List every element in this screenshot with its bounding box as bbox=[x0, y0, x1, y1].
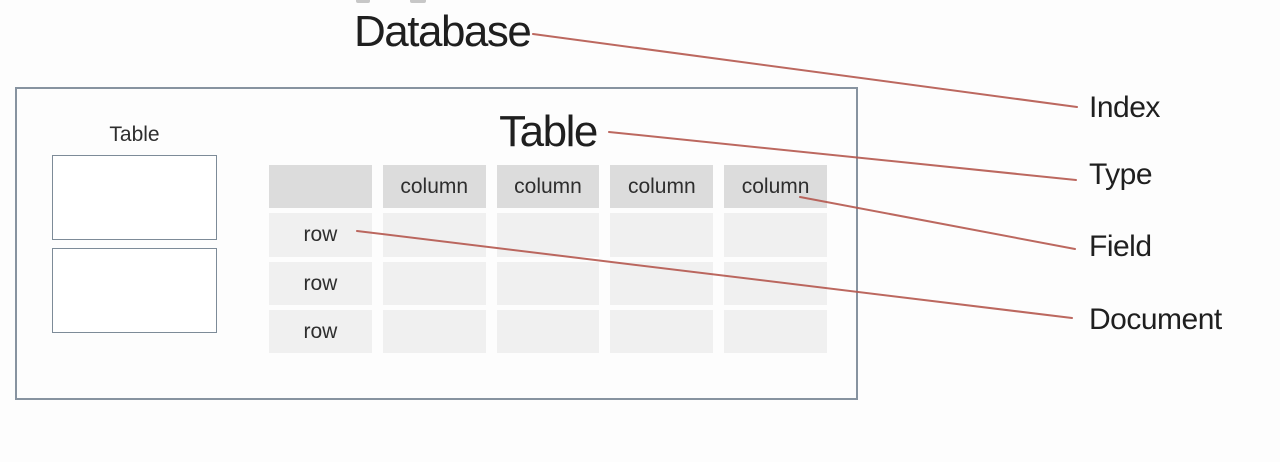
grid-row-label: row bbox=[269, 262, 372, 305]
table-rectangle-2 bbox=[52, 248, 217, 333]
grid-column-header: column bbox=[724, 165, 827, 208]
callout-label-field: Field bbox=[1089, 230, 1152, 263]
grid-row-label: row bbox=[269, 310, 372, 353]
grid-cell bbox=[382, 310, 486, 353]
grid-column-header: column bbox=[382, 165, 486, 208]
grid-cell bbox=[496, 310, 600, 353]
callout-label-index: Index bbox=[1089, 91, 1160, 124]
callout-label-document: Document bbox=[1089, 303, 1222, 336]
database-title: Database bbox=[354, 7, 532, 56]
grid-cell bbox=[610, 310, 714, 353]
left-table-label: Table bbox=[109, 123, 160, 146]
data-grid: column column column column row row row bbox=[269, 165, 827, 353]
grid-column-header: column bbox=[610, 165, 714, 208]
grid-cell bbox=[610, 262, 714, 305]
grid-cell bbox=[496, 262, 600, 305]
grid-cell bbox=[724, 262, 827, 305]
grid-column-header: column bbox=[496, 165, 600, 208]
grid-cell bbox=[382, 213, 486, 257]
callout-label-type: Type bbox=[1089, 158, 1153, 191]
grid-cell bbox=[610, 213, 714, 257]
crop-artifact bbox=[356, 0, 370, 3]
table-title: Table bbox=[499, 107, 598, 156]
grid-cell bbox=[382, 262, 486, 305]
grid-row-label: row bbox=[269, 213, 372, 257]
table-rectangle-1 bbox=[52, 155, 217, 240]
crop-artifact bbox=[410, 0, 426, 3]
grid-cell bbox=[724, 213, 827, 257]
grid-cell bbox=[724, 310, 827, 353]
grid-corner-cell bbox=[269, 165, 372, 208]
grid-cell bbox=[496, 213, 600, 257]
